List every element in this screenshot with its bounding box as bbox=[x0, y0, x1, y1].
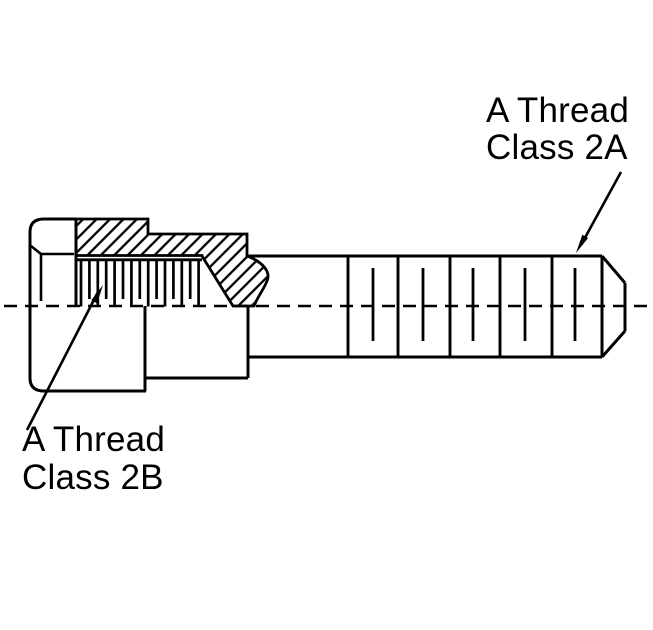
label-thread-class-2a-line1: A Thread bbox=[486, 91, 630, 130]
leader-thread-2b bbox=[25, 285, 103, 431]
coupling-nut-section bbox=[28, 217, 270, 393]
leader-thread-2a bbox=[576, 171, 623, 253]
label-thread-class-2b-line2: Class 2B bbox=[22, 458, 164, 497]
arrowhead-2b bbox=[91, 285, 103, 304]
label-thread-class-2a: A Thread Class 2A bbox=[486, 92, 629, 166]
thread-root-lines bbox=[371, 268, 577, 341]
label-thread-class-2b: A Thread Class 2B bbox=[22, 421, 165, 497]
label-thread-class-2b-line1: A Thread bbox=[22, 420, 166, 459]
threaded-stud bbox=[247, 254, 627, 359]
label-thread-class-2a-line2: Class 2A bbox=[486, 128, 628, 167]
hex-cap-chamfer-line bbox=[30, 244, 74, 301]
internal-thread-lines bbox=[79, 261, 200, 307]
section-hatch-region bbox=[74, 217, 270, 308]
arrowhead-2a bbox=[576, 234, 589, 253]
nut-lower-profile bbox=[74, 306, 250, 393]
